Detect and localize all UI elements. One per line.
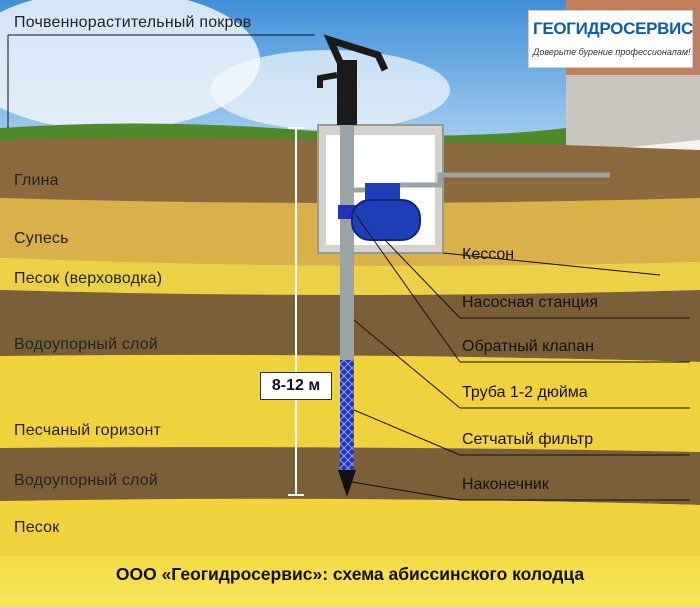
label-pipe: Труба 1-2 дюйма xyxy=(462,384,588,401)
logo-tagline: Доверьте бурение профессионалам! xyxy=(533,47,691,57)
label-tip: Наконечник xyxy=(462,476,549,493)
logo-brand-text: ГЕОГИДРОСЕРВИС xyxy=(533,19,694,38)
pipe-leader xyxy=(353,319,461,409)
company-logo: ГЕОГИДРОСЕРВИС Доверьте бурение професси… xyxy=(528,10,693,68)
label-pump-station: Насосная станция xyxy=(462,294,599,311)
cloud xyxy=(0,0,260,130)
label-sandy-loam: Супесь xyxy=(14,230,69,247)
label-sand-perched: Песок (верховодка) xyxy=(14,270,163,287)
pump-tank xyxy=(351,199,421,241)
valve-leader xyxy=(355,214,461,363)
mesh-filter xyxy=(340,360,354,470)
label-caisson: Кессон xyxy=(462,246,515,263)
caption: ООО «Геогидросервис»: схема абиссинского… xyxy=(115,564,585,584)
well-pipe xyxy=(340,125,354,360)
pump-leader xyxy=(384,239,461,319)
filter-leader xyxy=(353,409,461,456)
label-sand: Песок xyxy=(14,519,60,536)
pump-pipe xyxy=(354,172,610,193)
depth-label: 8-12 м xyxy=(260,372,332,400)
label-check-valve: Обратный клапан xyxy=(462,338,594,355)
label-aquitard-1: Водоупорный слой xyxy=(14,336,159,353)
hand-pump-spout xyxy=(317,72,338,88)
label-sand-horizon: Песчаный горизонт xyxy=(14,422,162,439)
label-soil: Почвеннорастительный покров xyxy=(14,14,252,31)
cloud xyxy=(210,50,450,130)
label-aquitard-2: Водоупорный слой xyxy=(14,472,159,489)
pipe-tip xyxy=(338,470,356,497)
pump-motor xyxy=(365,183,400,203)
caption-band xyxy=(0,556,700,607)
label-clay: Глина xyxy=(14,172,59,189)
hand-pump-handle xyxy=(323,34,389,72)
label-mesh-filter: Сетчатый фильтр xyxy=(462,431,594,448)
tip-leader xyxy=(351,481,461,501)
hand-pump-body xyxy=(337,60,357,125)
caisson-leader xyxy=(442,252,661,276)
